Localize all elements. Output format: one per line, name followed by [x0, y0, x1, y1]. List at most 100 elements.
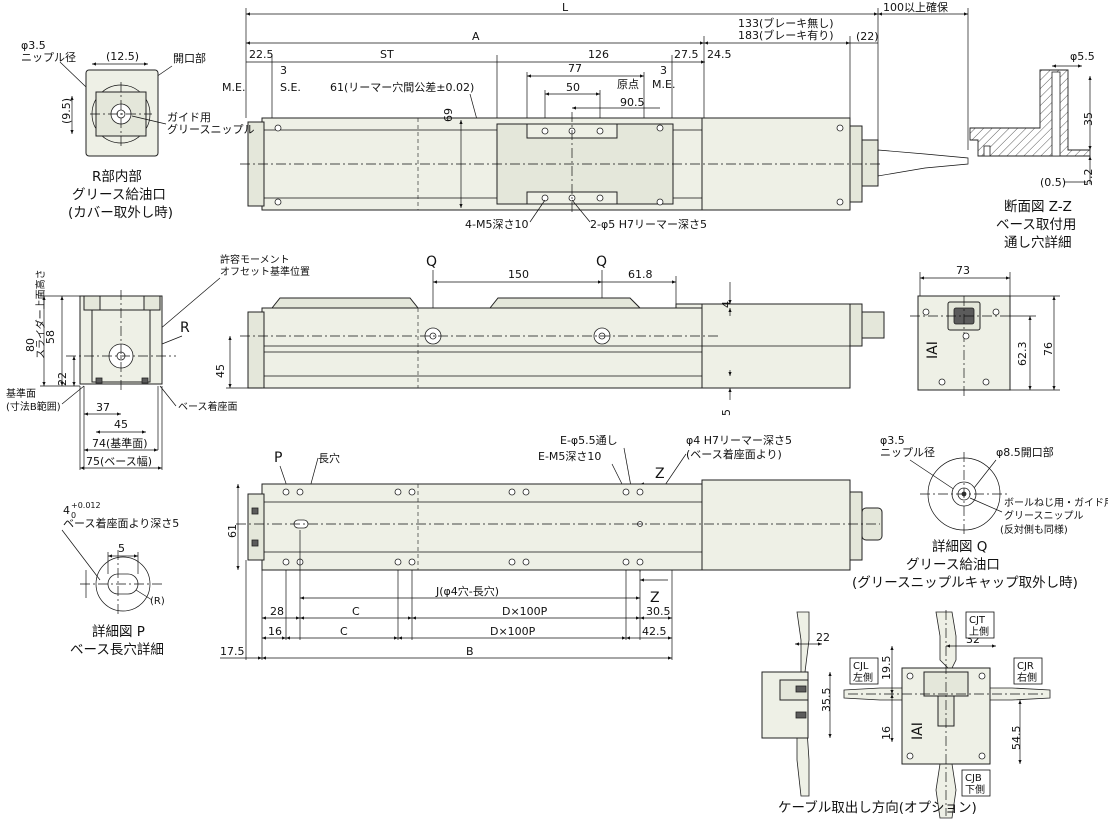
r-detail: φ3.5 ニップル径 (12.5) 開口部 (9.5) ガイド用 グリースニップ…: [21, 39, 254, 221]
cable-cjt-1: CJT: [969, 615, 986, 626]
end-58: 58: [44, 330, 57, 344]
dim-brake-yes: 183(ブレーキ有り): [738, 28, 834, 42]
note-moment-1: 許容モーメント: [220, 253, 290, 266]
cable-cjl-2: 左側: [853, 671, 873, 684]
q-detail: φ3.5 ニップル径 φ8.5開口部 ボールねじ用・ガイド用 グリースニップル …: [852, 434, 1108, 591]
p-R: (R): [150, 596, 165, 607]
side-Q2: Q: [596, 254, 607, 270]
q-phi: φ3.5: [880, 434, 905, 447]
r-12-5: (12.5): [106, 50, 139, 63]
cable-exit: 22 35.5 IAI 32 19.5 16 54.5 CJT 上側 CJL 左…: [761, 610, 1051, 819]
cable-cjr-1: CJR: [1017, 661, 1034, 672]
p-tol-dn: 0: [71, 511, 76, 520]
r-nipple: ニップル径: [21, 51, 76, 64]
end-75: 75(ベース幅): [86, 455, 152, 468]
q-caption-1: 詳細図 Q: [932, 539, 987, 555]
side-61-8: 61.8: [628, 268, 653, 281]
zz-caption-3: 通し穴詳細: [1004, 235, 1072, 251]
bottom-D1: D×100P: [502, 605, 548, 618]
end-74: 74(基準面): [92, 436, 148, 450]
label-reamer-tolerance: 61(リーマー穴間公差±0.02): [330, 80, 474, 94]
end-seat: ベース着座面: [178, 400, 238, 413]
end-slider-height: スライダー上面高さ: [34, 269, 47, 359]
label-reamer-holes: 2-φ5 H7リーマー深さ5: [590, 218, 707, 231]
label-me-left: M.E.: [222, 81, 245, 94]
zz-section: φ5.5 35 5.2 (0.5) 断面図 Z-Z ベース取付用 通し穴詳細: [969, 50, 1095, 251]
p-tol-up: +0.012: [71, 501, 101, 510]
dim-clearance: 100以上確保: [883, 0, 948, 14]
zz-35: 35: [1082, 112, 1095, 126]
side-4: 4: [720, 301, 733, 308]
label-se: S.E.: [280, 81, 301, 94]
cable-35-5: 35.5: [820, 688, 833, 713]
dim-27-5: 27.5: [674, 48, 699, 61]
cable-cjb-1: CJB: [965, 773, 982, 784]
dim-ST: ST: [380, 48, 394, 61]
side-5: 5: [720, 409, 733, 416]
cable-cjr-2: 右側: [1017, 671, 1037, 684]
bottom-phi4b: (ベース着座面より): [686, 447, 782, 461]
end-45: 45: [114, 418, 128, 431]
motor-end-view: 73 IAI 62.3 76: [910, 264, 1060, 396]
cable-22: 22: [816, 631, 830, 644]
p-caption-1: 詳細図 P: [92, 624, 145, 640]
zz-caption-1: 断面図 Z-Z: [1004, 199, 1072, 215]
cable-cjb-2: 下側: [965, 783, 985, 796]
p-detail: 4 +0.012 0 ベース着座面より深さ5 5 (R) 詳細図 P ベース長穴…: [61, 501, 179, 658]
bottom-body: [261, 483, 703, 571]
dim-3-right: 3: [660, 64, 667, 77]
r-caption-2: グリース給油口: [72, 187, 166, 203]
cable-logo: IAI: [910, 722, 926, 740]
motor-73: 73: [956, 264, 970, 277]
p-tol: 4: [63, 504, 70, 517]
bottom-C2: C: [340, 625, 348, 638]
r-caption-3: (カバー取外し時): [68, 205, 173, 221]
zz-0-5: (0.5): [1040, 176, 1066, 189]
top-view: L 100以上確保 133(ブレーキ無し) 183(ブレーキ有り) A (22)…: [222, 0, 969, 231]
r-opening: 開口部: [173, 51, 206, 65]
q-nipple: ニップル径: [880, 446, 935, 459]
bottom-e-m5: E-M5深さ10: [538, 450, 601, 463]
end-37: 37: [96, 401, 110, 414]
side-view: Q Q 150 61.8 4 5 45: [214, 254, 885, 416]
dim-L: L: [562, 1, 569, 14]
label-m5-holes: 4-M5深さ10: [465, 218, 528, 231]
cable-19-5: 19.5: [880, 656, 893, 681]
bottom-long-hole: 長穴: [318, 451, 340, 465]
note-moment-2: オフセット基準位置: [220, 265, 310, 278]
bottom-16: 16: [268, 625, 282, 638]
motor-62-3: 62.3: [1016, 342, 1029, 367]
bottom-30-5: 30.5: [646, 605, 671, 618]
zz-caption-2: ベース取付用: [996, 217, 1076, 233]
zz-phi: φ5.5: [1070, 50, 1095, 63]
q-ball-3: (反対側も同様): [1000, 523, 1068, 536]
r-9-5: (9.5): [60, 98, 73, 124]
dim-brake-none: 133(ブレーキ無し): [738, 16, 834, 30]
end-80: 80: [24, 338, 37, 352]
r-guide-1: ガイド用: [167, 111, 211, 124]
q-caption-3: (グリースニップルキャップ取外し時): [852, 575, 1078, 591]
bottom-17-5: 17.5: [220, 645, 245, 658]
bottom-e-thru: E-φ5.5通し: [560, 434, 618, 447]
cable-54-5: 54.5: [1010, 726, 1023, 751]
label-me-right: M.E.: [652, 78, 675, 91]
dim-90-5: 90.5: [620, 96, 645, 109]
end-base-ref: 基準面: [6, 387, 36, 400]
dim-3-left: 3: [280, 64, 287, 77]
motor-76: 76: [1042, 342, 1055, 356]
q-ball-2: グリースニップル: [1004, 509, 1084, 522]
end-22: 22: [56, 372, 69, 386]
bottom-42-5: 42.5: [642, 625, 667, 638]
r-guide-2: グリースニップル: [167, 122, 254, 136]
bottom-Z1: Z: [655, 466, 665, 482]
bottom-B: B: [466, 645, 474, 658]
bottom-P: P: [274, 450, 282, 466]
p-depth: ベース着座面より深さ5: [63, 516, 179, 530]
r-phi: φ3.5: [21, 39, 46, 52]
bottom-view: P 長穴 E-φ5.5通し E-M5深さ10 φ4 H7リーマー深さ5 (ベース…: [220, 434, 883, 660]
side-Q1: Q: [426, 254, 437, 270]
q-ball-1: ボールねじ用・ガイド用: [1004, 497, 1108, 509]
bottom-D2: D×100P: [490, 625, 536, 638]
dim-A: A: [472, 30, 480, 43]
dim-24-5: 24.5: [707, 48, 732, 61]
